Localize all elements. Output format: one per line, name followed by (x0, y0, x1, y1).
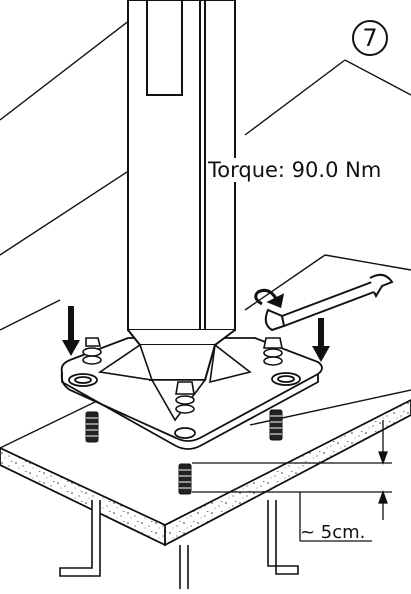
dimension-lines (192, 420, 392, 542)
step-number-badge: 7 (352, 20, 388, 56)
down-arrow-left-icon (62, 306, 80, 356)
wrench-icon (264, 273, 394, 332)
threaded-bolts (85, 409, 283, 495)
nuts-washers (82, 337, 283, 414)
concrete-slab (0, 384, 411, 547)
post (127, 0, 236, 381)
distance-label: ~ 5cm. (300, 522, 366, 543)
anchor-rods (59, 500, 299, 589)
rotation-arrow-icon (254, 288, 285, 309)
torque-label: Torque: 90.0 Nm (206, 158, 384, 182)
down-arrow-right-icon (312, 318, 330, 362)
